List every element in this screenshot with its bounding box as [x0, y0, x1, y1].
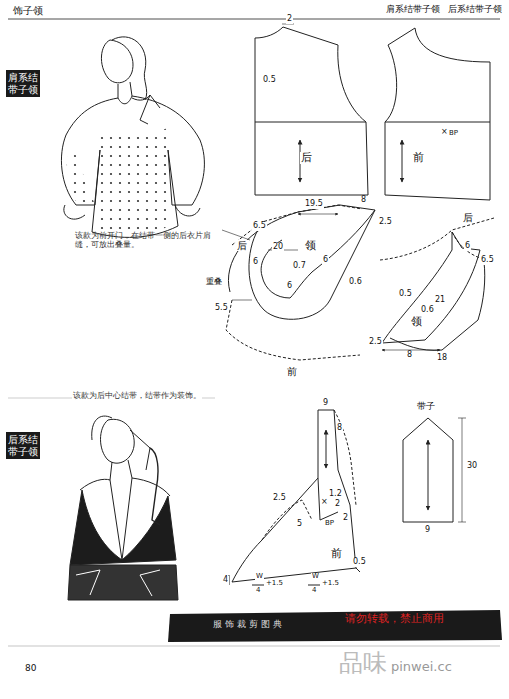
front-bodice: [385, 28, 490, 200]
dimension-label: 4: [255, 587, 261, 595]
dimension-label: 6: [464, 242, 471, 251]
dimension-label: 重叠: [205, 278, 223, 287]
shoulder-tie-collar: [222, 205, 375, 360]
dimension-label: 0.7: [292, 262, 307, 271]
dimension-label: 2: [342, 514, 349, 523]
dimension-label: 8: [360, 196, 367, 205]
halter-front-pattern: [229, 410, 360, 585]
dimension-label: ×: [320, 498, 329, 507]
dimension-label: +1.5: [321, 580, 340, 588]
dimension-label: W: [255, 573, 264, 581]
dimension-label: 后: [236, 240, 248, 251]
dimension-label: 后: [300, 152, 313, 164]
dimension-label: 0.5: [262, 76, 277, 85]
back-tie-collar: [380, 218, 494, 350]
dimension-label: 6: [252, 258, 259, 267]
dimension-label: 2: [286, 15, 293, 24]
section-title: 肩系结带子领: [8, 72, 38, 95]
running-head: 饰子领: [12, 5, 44, 16]
watermark-logo: 品味: [338, 650, 388, 676]
dimension-label: 带子: [416, 402, 436, 412]
dimension-label: 19.5: [304, 200, 324, 209]
dimension-label: 0.5: [352, 558, 367, 567]
strap-pattern: [403, 418, 466, 522]
running-head: 后系结带子领: [447, 5, 503, 15]
dimension-label: 前: [286, 366, 298, 377]
dimension-label: 18: [436, 354, 448, 363]
dimension-label: 9: [322, 399, 329, 408]
dimension-label: 8: [336, 424, 343, 433]
dimension-label: 21: [434, 296, 446, 305]
dimension-label: 领: [410, 316, 423, 328]
blouse-illustration: [61, 37, 204, 238]
style-note: 该款为后中心结带，结带作为装饰。: [72, 392, 202, 401]
dimension-label: 9: [424, 526, 431, 535]
dimension-label: 6.5: [480, 256, 495, 265]
watermark: pinwei.cc: [390, 660, 453, 674]
section-tab: 肩系结带子领: [6, 70, 40, 97]
dimension-label: 1.2: [328, 490, 343, 499]
dimension-label: 2.5: [272, 494, 287, 503]
dimension-label: 30: [466, 462, 478, 471]
dimension-label: 8: [406, 351, 413, 360]
dimension-label: 5: [296, 520, 303, 529]
dimension-label: 2.5: [368, 338, 383, 347]
dimension-label: +1.5: [265, 580, 284, 588]
page-number: 80: [24, 664, 37, 674]
watermark: 请勿转载，禁止商用: [344, 613, 445, 625]
dimension-label: BP: [324, 520, 335, 528]
dimension-label: 6.5: [252, 222, 267, 231]
style-note: 该款为前开门，在结带一侧的后衣片肩缝，可放出叠量。: [74, 232, 216, 250]
section-title: 后系结带子领: [8, 434, 38, 457]
dimension-label: 4: [222, 576, 229, 585]
dimension-label: 0.6: [348, 278, 363, 287]
book-title: 服饰裁剪图典: [212, 620, 286, 630]
dimension-label: 前: [412, 152, 425, 164]
dimension-label: W: [311, 573, 320, 581]
running-head: 肩系结带子领: [385, 5, 441, 15]
dimension-label: 2: [334, 500, 341, 509]
halter-illustration: [68, 416, 178, 600]
section-tab: 后系结带子领: [6, 432, 40, 459]
dimension-label: 后: [462, 212, 474, 223]
dimension-label: 2.5: [378, 218, 393, 227]
dimension-label: 0.6: [420, 306, 435, 315]
dimension-label: 4: [311, 587, 317, 595]
dimension-label: BP: [448, 130, 459, 138]
dimension-label: 0.5: [398, 290, 413, 299]
back-bodice: [255, 24, 368, 195]
dimension-label: 20: [272, 243, 284, 252]
dimension-label: 5.5: [214, 304, 229, 313]
dimension-label: 领: [304, 240, 317, 252]
dimension-label: 6: [322, 256, 329, 265]
dimension-label: 6: [286, 282, 293, 291]
dimension-label: 前: [330, 548, 343, 560]
